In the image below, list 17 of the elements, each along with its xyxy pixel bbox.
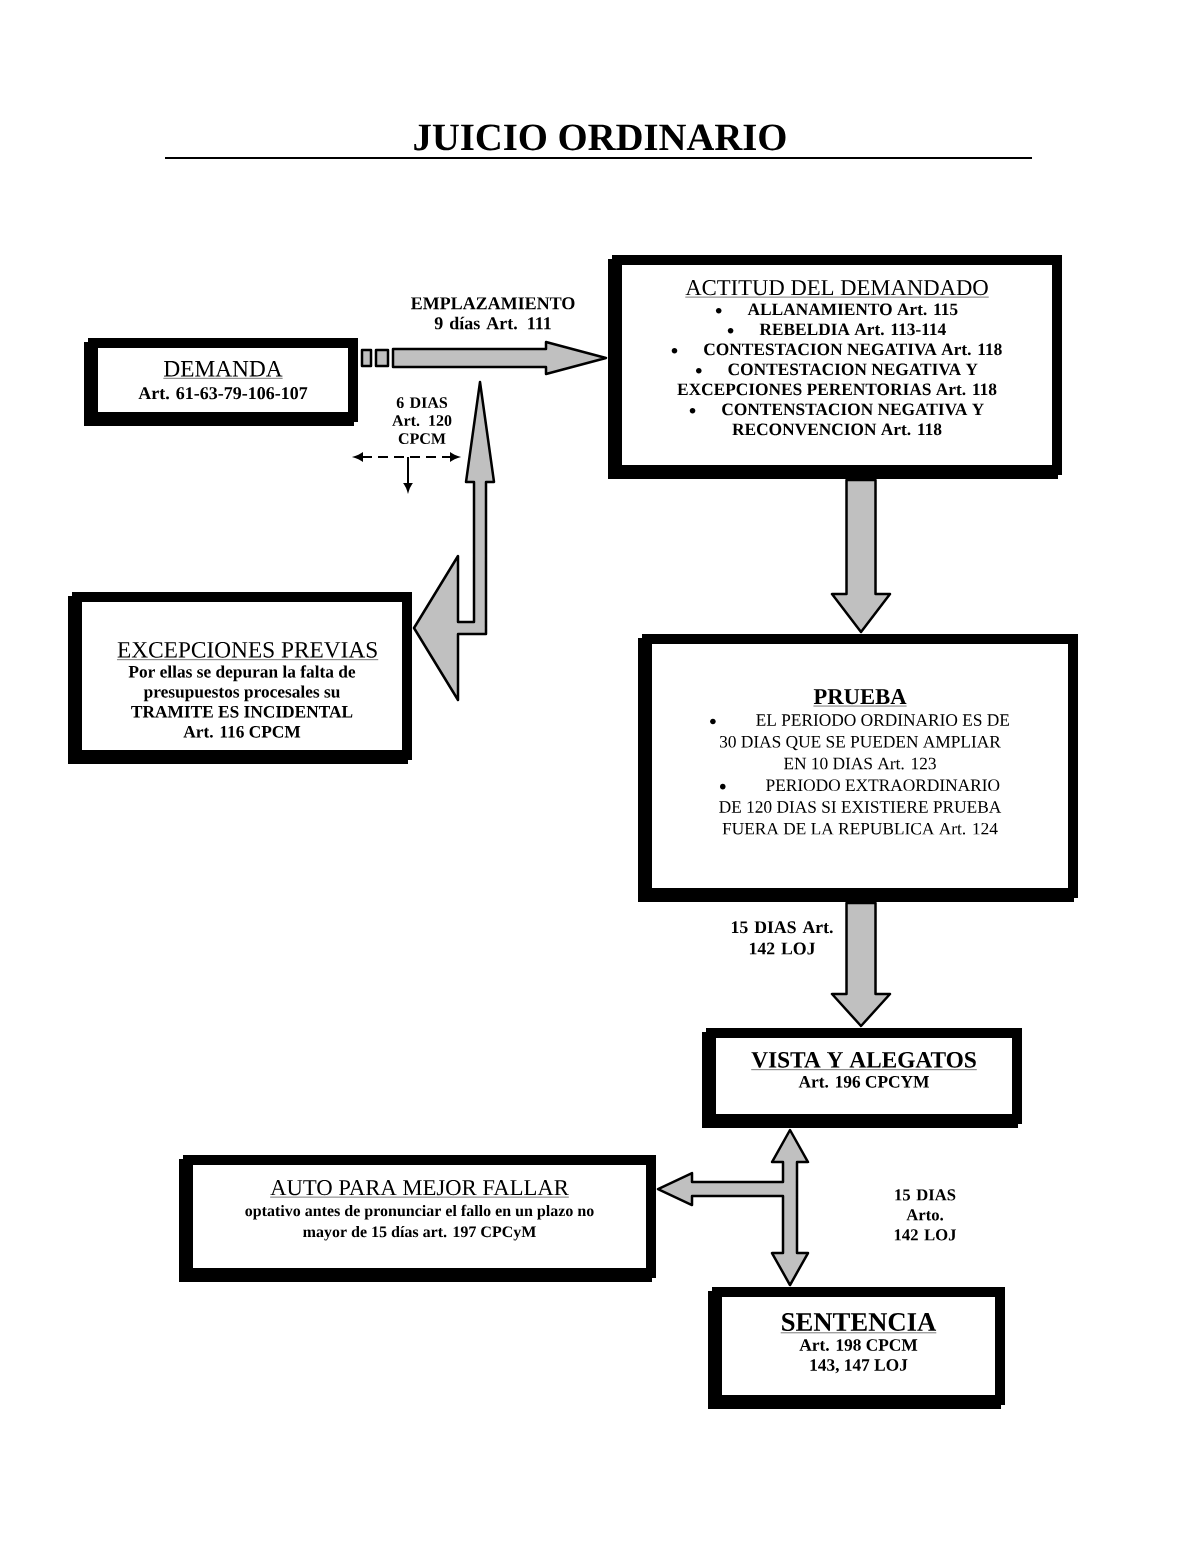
edge-label: EMPLAZAMIENTO 9 días Art. 111 (411, 297, 575, 330)
step-box: PRUEBA EL PERIODO ORDINARIO ES DE 30 DIAS QUE SE PUEDEN AMPLIAR EN 10 DIAS Art. 123 PERIODO EXTRAORDINARIO DE 120 DIAS SI EXISTIERE PRUEBA FUERA DE LA REPUBLICA Art. 124 (638, 634, 1078, 902)
block-arrow (830, 478, 892, 634)
edge-label: 15 DIAS Art. 142 LOJ (731, 921, 833, 955)
annotation: 15 DIAS Arto. 142 LOJ (894, 1189, 957, 1241)
block-arrow (360, 340, 608, 376)
annotation: 6 DIAS Art. 120 CPCM (392, 397, 452, 444)
step-box: AUTO PARA MEJOR FALLAR optativo antes de pronunciar el fallo en un plazo no mayor de 15 días art. 197 CPCyM (179, 1155, 656, 1282)
step-box: SENTENCIA Art. 198 CPCM 143, 147 LOJ (708, 1287, 1005, 1409)
block-arrow (830, 901, 892, 1028)
branching-arrow (656, 1128, 810, 1287)
title: JUICIO ORDINARIO (414, 124, 786, 151)
step-box: VISTA Y ALEGATOS Art. 196 CPCYM (702, 1028, 1022, 1128)
step-box: DEMANDA Art. 61-63-79-106-107 (84, 338, 358, 426)
step-box: ACTITUD DEL DEMANDADO ALLANAMIENTO Art. 115 REBELDIA Art. 113-114 CONTESTACION NEGATIVA Art. 118 CONTESTACION NEGATIVA Y EXCEPCIONES PERENTORIAS Art. 118 CONTENSTACION NEGATIVA Y RECONVENCION Art. 118 (608, 255, 1062, 479)
step-box: EXCEPCIONES PREVIAS Por ellas se depuran la falta de presupuestos procesales su TRAMITE ES INCIDENTAL Art. 116 CPCM (68, 592, 412, 764)
block-arrow (412, 380, 496, 702)
